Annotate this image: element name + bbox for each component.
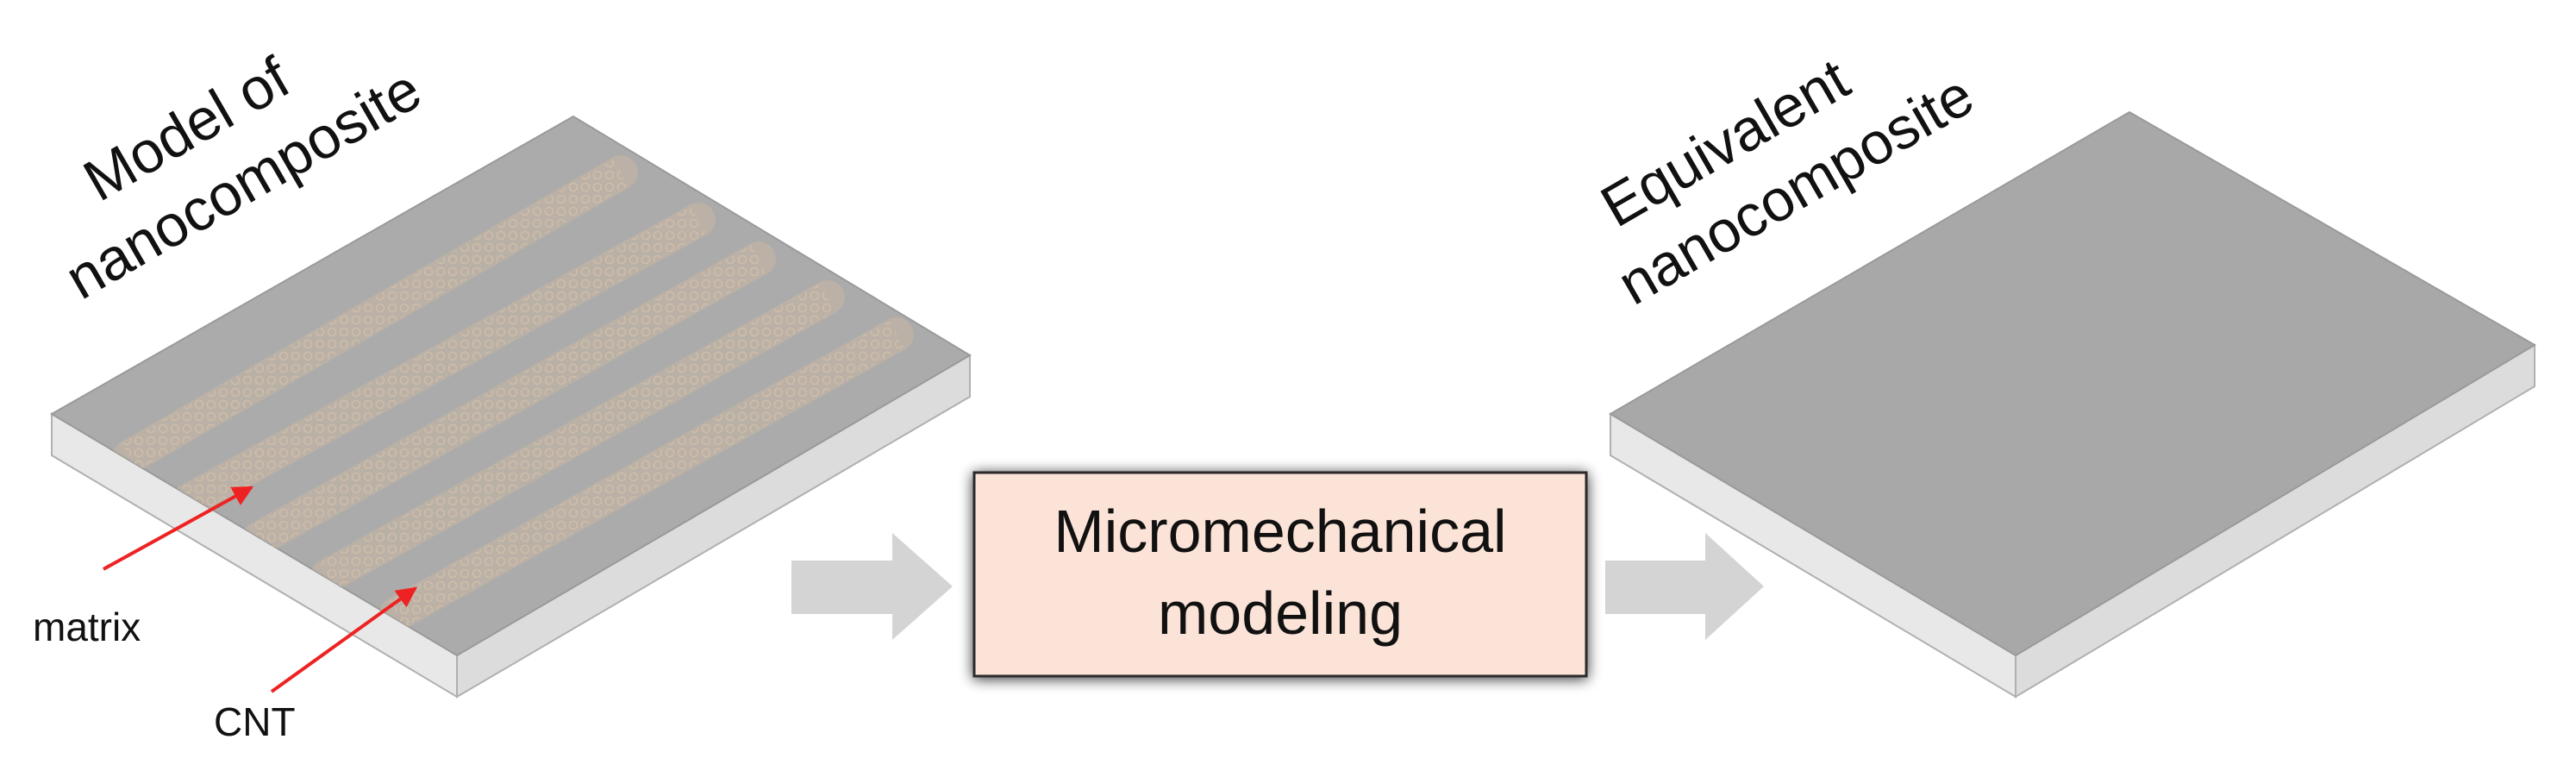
box-line-micromechanical: Micromechanical bbox=[1054, 498, 1506, 565]
flow-arrow-to-modeling bbox=[791, 533, 953, 640]
cnt-label: CNT bbox=[214, 699, 296, 744]
micromechanical-modeling-box: Micromechanical modeling bbox=[972, 471, 1588, 678]
equivalent-nanocomposite-slab bbox=[1609, 110, 2536, 699]
matrix-label: matrix bbox=[33, 605, 141, 649]
matrix-pointer: matrix bbox=[33, 486, 254, 649]
slab-top-face bbox=[1609, 110, 2536, 657]
cnt-pointer-arrow bbox=[270, 586, 417, 693]
cnt-bands bbox=[112, 155, 914, 631]
matrix-pointer-arrow bbox=[103, 486, 254, 571]
flow-arrow-to-equivalent bbox=[1605, 533, 1764, 640]
nanocomposite-model-slab bbox=[50, 115, 972, 699]
box-line-modeling: modeling bbox=[1158, 580, 1403, 647]
cnt-pointer: CNT bbox=[214, 586, 417, 744]
